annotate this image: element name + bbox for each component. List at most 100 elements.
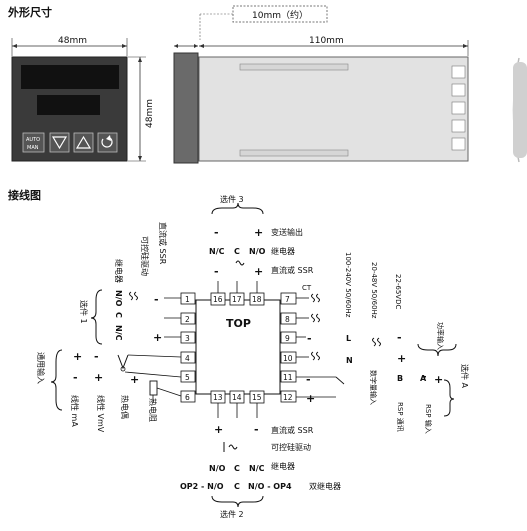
bottom-pin-c: C — [234, 464, 240, 473]
rtd-label: 热电阻 — [148, 398, 158, 422]
input-brace — [50, 349, 63, 411]
pin-number: 5 — [185, 373, 190, 382]
housing-slot-bottom — [239, 149, 349, 157]
dc-minus-sign: - — [397, 331, 402, 344]
power-dc-label: 22-65VDC — [394, 274, 402, 310]
pin-number: 14 — [232, 393, 242, 402]
terminal-block-outline — [195, 299, 281, 395]
left-minus-sign: - — [154, 293, 159, 306]
top-minus-sign: - — [214, 226, 219, 239]
wave-icon — [311, 351, 315, 361]
terminal-pin — [280, 312, 297, 325]
terminal-pin — [180, 390, 196, 403]
ct-label: CT — [302, 284, 312, 292]
thermocouple-junction-icon — [120, 366, 126, 372]
left-pin-no: N/O — [114, 290, 123, 307]
left-option-brace — [90, 289, 103, 345]
terminal-pin — [280, 370, 297, 383]
linear-vmv-label: 线性 VmV — [96, 395, 106, 433]
arrow-left-icon — [12, 44, 17, 48]
auto-label: AUTO — [26, 137, 40, 143]
pin-number: 4 — [185, 354, 190, 363]
pin-number: 17 — [232, 295, 242, 304]
pin-number: 13 — [213, 393, 223, 402]
left-label-dc-ssr: 直流或 SSR — [158, 222, 168, 265]
pin-number: 15 — [252, 393, 262, 402]
lower-display — [37, 95, 100, 115]
top-label-relay: 继电器 — [271, 246, 295, 256]
terminal-pin — [180, 331, 196, 344]
ac-wave-icon — [228, 444, 238, 450]
aux-plus-sign: + — [434, 373, 443, 386]
side-bezel — [173, 52, 199, 164]
top-pin-row: 16 17 18 — [210, 292, 265, 306]
dual-relay-label: 双继电器 — [309, 481, 341, 491]
wave-icon — [372, 337, 376, 347]
terminal-slot — [451, 101, 466, 115]
arrow-right-icon — [194, 44, 198, 48]
upper-display — [21, 65, 119, 89]
bottom-plus-sign: + — [214, 423, 223, 436]
top-minus-sign-2: - — [214, 265, 219, 278]
top-brace — [211, 202, 264, 215]
pin-number: 3 — [185, 334, 190, 343]
right-minus-sign-2: - — [306, 373, 311, 386]
right-pin-column: 7 8 9 10 11 12 — [280, 292, 297, 403]
depth-label: 110mm — [309, 36, 344, 46]
triangle-down-icon — [51, 136, 68, 150]
tc-wire — [127, 354, 182, 358]
option-2-label: 选件 2 — [220, 509, 244, 519]
pin-number: 2 — [185, 315, 190, 324]
return-arrow-icon — [101, 137, 113, 148]
terminal-slot — [451, 65, 466, 79]
up-button[interactable] — [73, 132, 94, 153]
right-minus-sign: - — [307, 332, 312, 345]
arrow-left-icon — [174, 44, 178, 48]
digital-input-label: 数字量输入 — [369, 370, 378, 405]
return-button[interactable] — [97, 132, 118, 153]
terminal-pin — [280, 331, 297, 344]
housing-slot-top — [239, 63, 349, 71]
left-label-relay: 继电器 — [114, 259, 124, 283]
pin-number: 11 — [283, 373, 293, 382]
down-button[interactable] — [49, 132, 70, 153]
bezel-label: 10mm（约） — [252, 9, 308, 21]
ct-wave-icon — [311, 313, 315, 323]
rsp-comm-label: RSP 通讯 — [396, 402, 405, 432]
terminal-pin — [280, 292, 297, 305]
dc-plus-sign: + — [397, 352, 406, 365]
input-minus-sign-2: - — [73, 371, 78, 384]
terminal-pin — [280, 390, 297, 403]
linear-ma-label: 线性 mA — [70, 395, 80, 427]
pin-L-label: L — [346, 334, 351, 343]
pin-number: 18 — [252, 295, 262, 304]
top-label: TOP — [226, 317, 251, 330]
man-label: MAN — [27, 145, 39, 151]
bottom-minus-sign: - — [254, 423, 259, 436]
aux-input-label: 功率输入 — [436, 322, 445, 350]
terminal-slot — [451, 119, 466, 133]
terminal-pin — [180, 312, 196, 325]
bottom-pin-row: 13 14 15 — [210, 390, 265, 404]
mounting-clip-body — [513, 62, 527, 158]
rtd-resistor-icon — [149, 380, 158, 396]
terminal-pin — [280, 351, 297, 364]
pin-N-label: N — [346, 356, 353, 365]
pin-number: 16 — [213, 295, 223, 304]
switch-contact-icon — [335, 376, 345, 385]
tc-plus-sign: + — [130, 373, 139, 386]
op4-label: N/O - OP4 — [248, 482, 292, 491]
auto-man-button[interactable] — [22, 132, 45, 153]
pin-number: 9 — [285, 334, 290, 343]
wave-icon — [377, 337, 381, 347]
power-ac-low-label: 20-48V 50/60Hz — [370, 262, 378, 319]
ct-wave-icon — [316, 293, 320, 303]
thermocouple-icon — [117, 354, 129, 370]
pin-number: 10 — [283, 354, 293, 363]
right-plus-sign: + — [306, 392, 315, 405]
op2-label: OP2 - N/O — [180, 482, 224, 491]
terminal-pin — [180, 292, 196, 305]
terminal-slot — [451, 137, 466, 151]
option-a-label: 选件 A — [460, 364, 470, 389]
top-pin-c: C — [234, 247, 240, 256]
